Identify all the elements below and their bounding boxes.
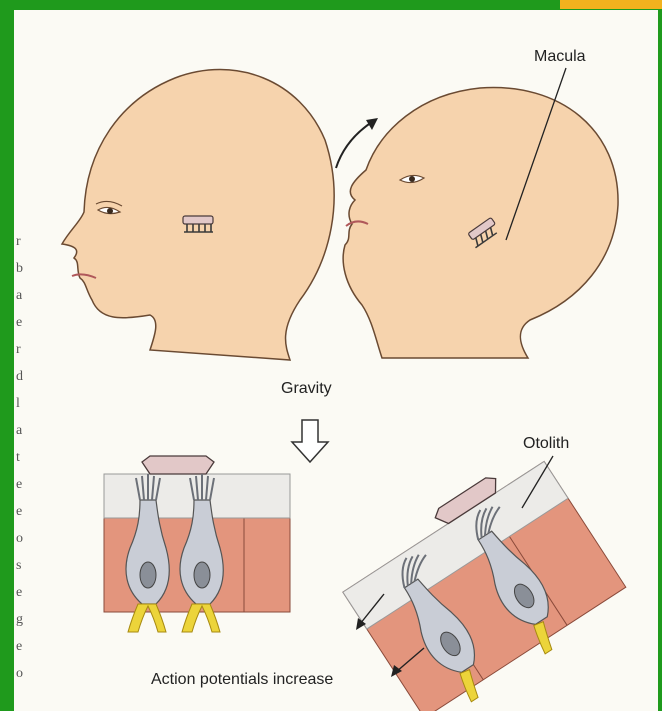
margin-letter: b: [16, 261, 23, 276]
otolith-label: Otolith: [523, 435, 569, 452]
margin-letter: e: [16, 639, 22, 654]
hair-cell-block-upright: [104, 456, 290, 632]
action-potentials-label: Action potentials increase: [151, 671, 333, 688]
margin-letter: t: [16, 450, 20, 465]
margin-letter: e: [16, 315, 22, 330]
margin-letter: a: [16, 288, 23, 303]
margin-letter: e: [16, 585, 22, 600]
margin-letter: l: [16, 396, 20, 411]
macula-label: Macula: [534, 48, 586, 65]
margin-letter: o: [16, 531, 23, 546]
margin-letter: o: [16, 666, 23, 681]
margin-letter: g: [16, 612, 23, 627]
orange-tab: [560, 0, 662, 9]
margin-letter: a: [16, 423, 23, 438]
margin-letter: s: [16, 558, 21, 573]
head-tilted-pupil: [409, 176, 415, 182]
head-upright-pupil: [107, 208, 113, 214]
margin-letter: r: [16, 342, 21, 357]
margin-letter: d: [16, 369, 23, 384]
margin-letter: r: [16, 234, 21, 249]
margin-letter: e: [16, 477, 22, 492]
gravity-label: Gravity: [281, 380, 332, 397]
margin-letter: e: [16, 504, 22, 519]
otolith-crystal-upright: [142, 456, 214, 474]
